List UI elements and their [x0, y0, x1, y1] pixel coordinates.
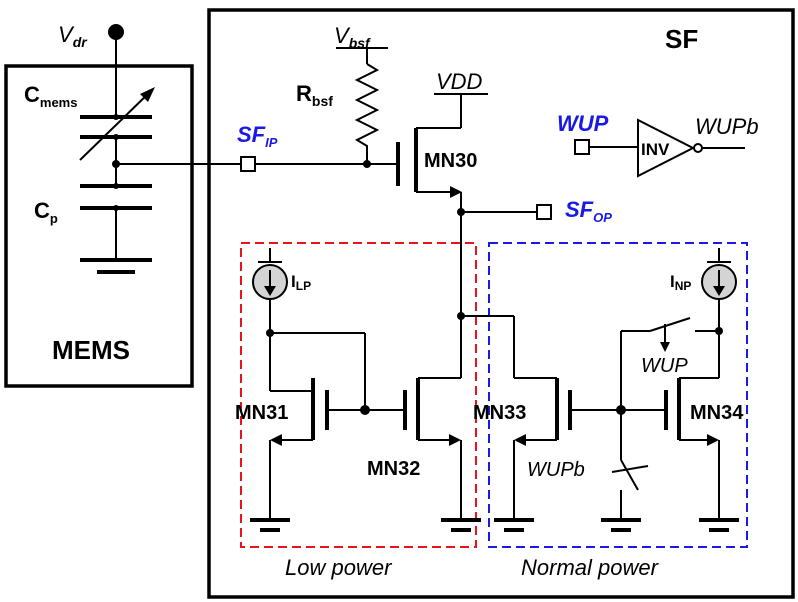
mn34-transistor — [664, 377, 739, 532]
mn33-label: MN33 — [473, 402, 526, 424]
mn31-transistor — [250, 378, 405, 532]
inp-label: INP — [670, 272, 691, 293]
low-power-region — [240, 242, 477, 548]
cmems-capacitor — [79, 87, 155, 186]
sf-block — [207, 8, 795, 599]
mn30-label: MN30 — [424, 150, 477, 172]
cmems-label: Cmems — [24, 82, 77, 110]
mems-block — [4, 64, 194, 388]
wupb-switch-label: WUPb — [527, 459, 585, 481]
mn33-transistor — [494, 377, 572, 532]
mn30-transistor — [367, 94, 462, 316]
vbsf-label: Vbsf — [334, 23, 371, 51]
mems-block-title: MEMS — [52, 335, 130, 365]
cp-capacitor — [80, 160, 152, 274]
sf-block-title: SF — [665, 24, 698, 54]
vdr-terminal — [108, 24, 124, 117]
wup-inverter — [574, 118, 745, 178]
rbsf-resistor — [354, 63, 380, 164]
rbsf-label: Rbsf — [296, 81, 333, 109]
wup-switch — [620, 317, 719, 410]
sf-op-pad — [536, 204, 552, 220]
inp-current-source — [701, 248, 737, 378]
mn34-label: MN34 — [690, 402, 744, 424]
normal-power-region — [488, 242, 748, 548]
inv-label: INV — [641, 140, 670, 159]
normal-power-label: Normal power — [521, 555, 660, 580]
low-power-label: Low power — [285, 555, 393, 580]
mn32-label: MN32 — [367, 458, 420, 480]
mn32-transistor — [403, 377, 481, 532]
wup-switch-label: WUP — [641, 355, 688, 377]
sf-ip-pad — [240, 156, 256, 172]
wupb-output-label: WUPb — [695, 114, 759, 139]
sf-ip-label: SFIP — [237, 122, 278, 150]
ilp-current-source — [252, 248, 288, 391]
vbsf-rail — [336, 47, 388, 64]
ilp-label: ILP — [291, 272, 311, 293]
wup-input-label: WUP — [557, 111, 609, 136]
cp-label: Cp — [34, 198, 58, 226]
sf-op-label: SFOP — [565, 197, 612, 225]
vdd-label: VDD — [436, 69, 483, 94]
vdr-label: Vdr — [58, 22, 88, 50]
wupb-switch — [601, 410, 649, 532]
mn31-label: MN31 — [235, 402, 288, 424]
